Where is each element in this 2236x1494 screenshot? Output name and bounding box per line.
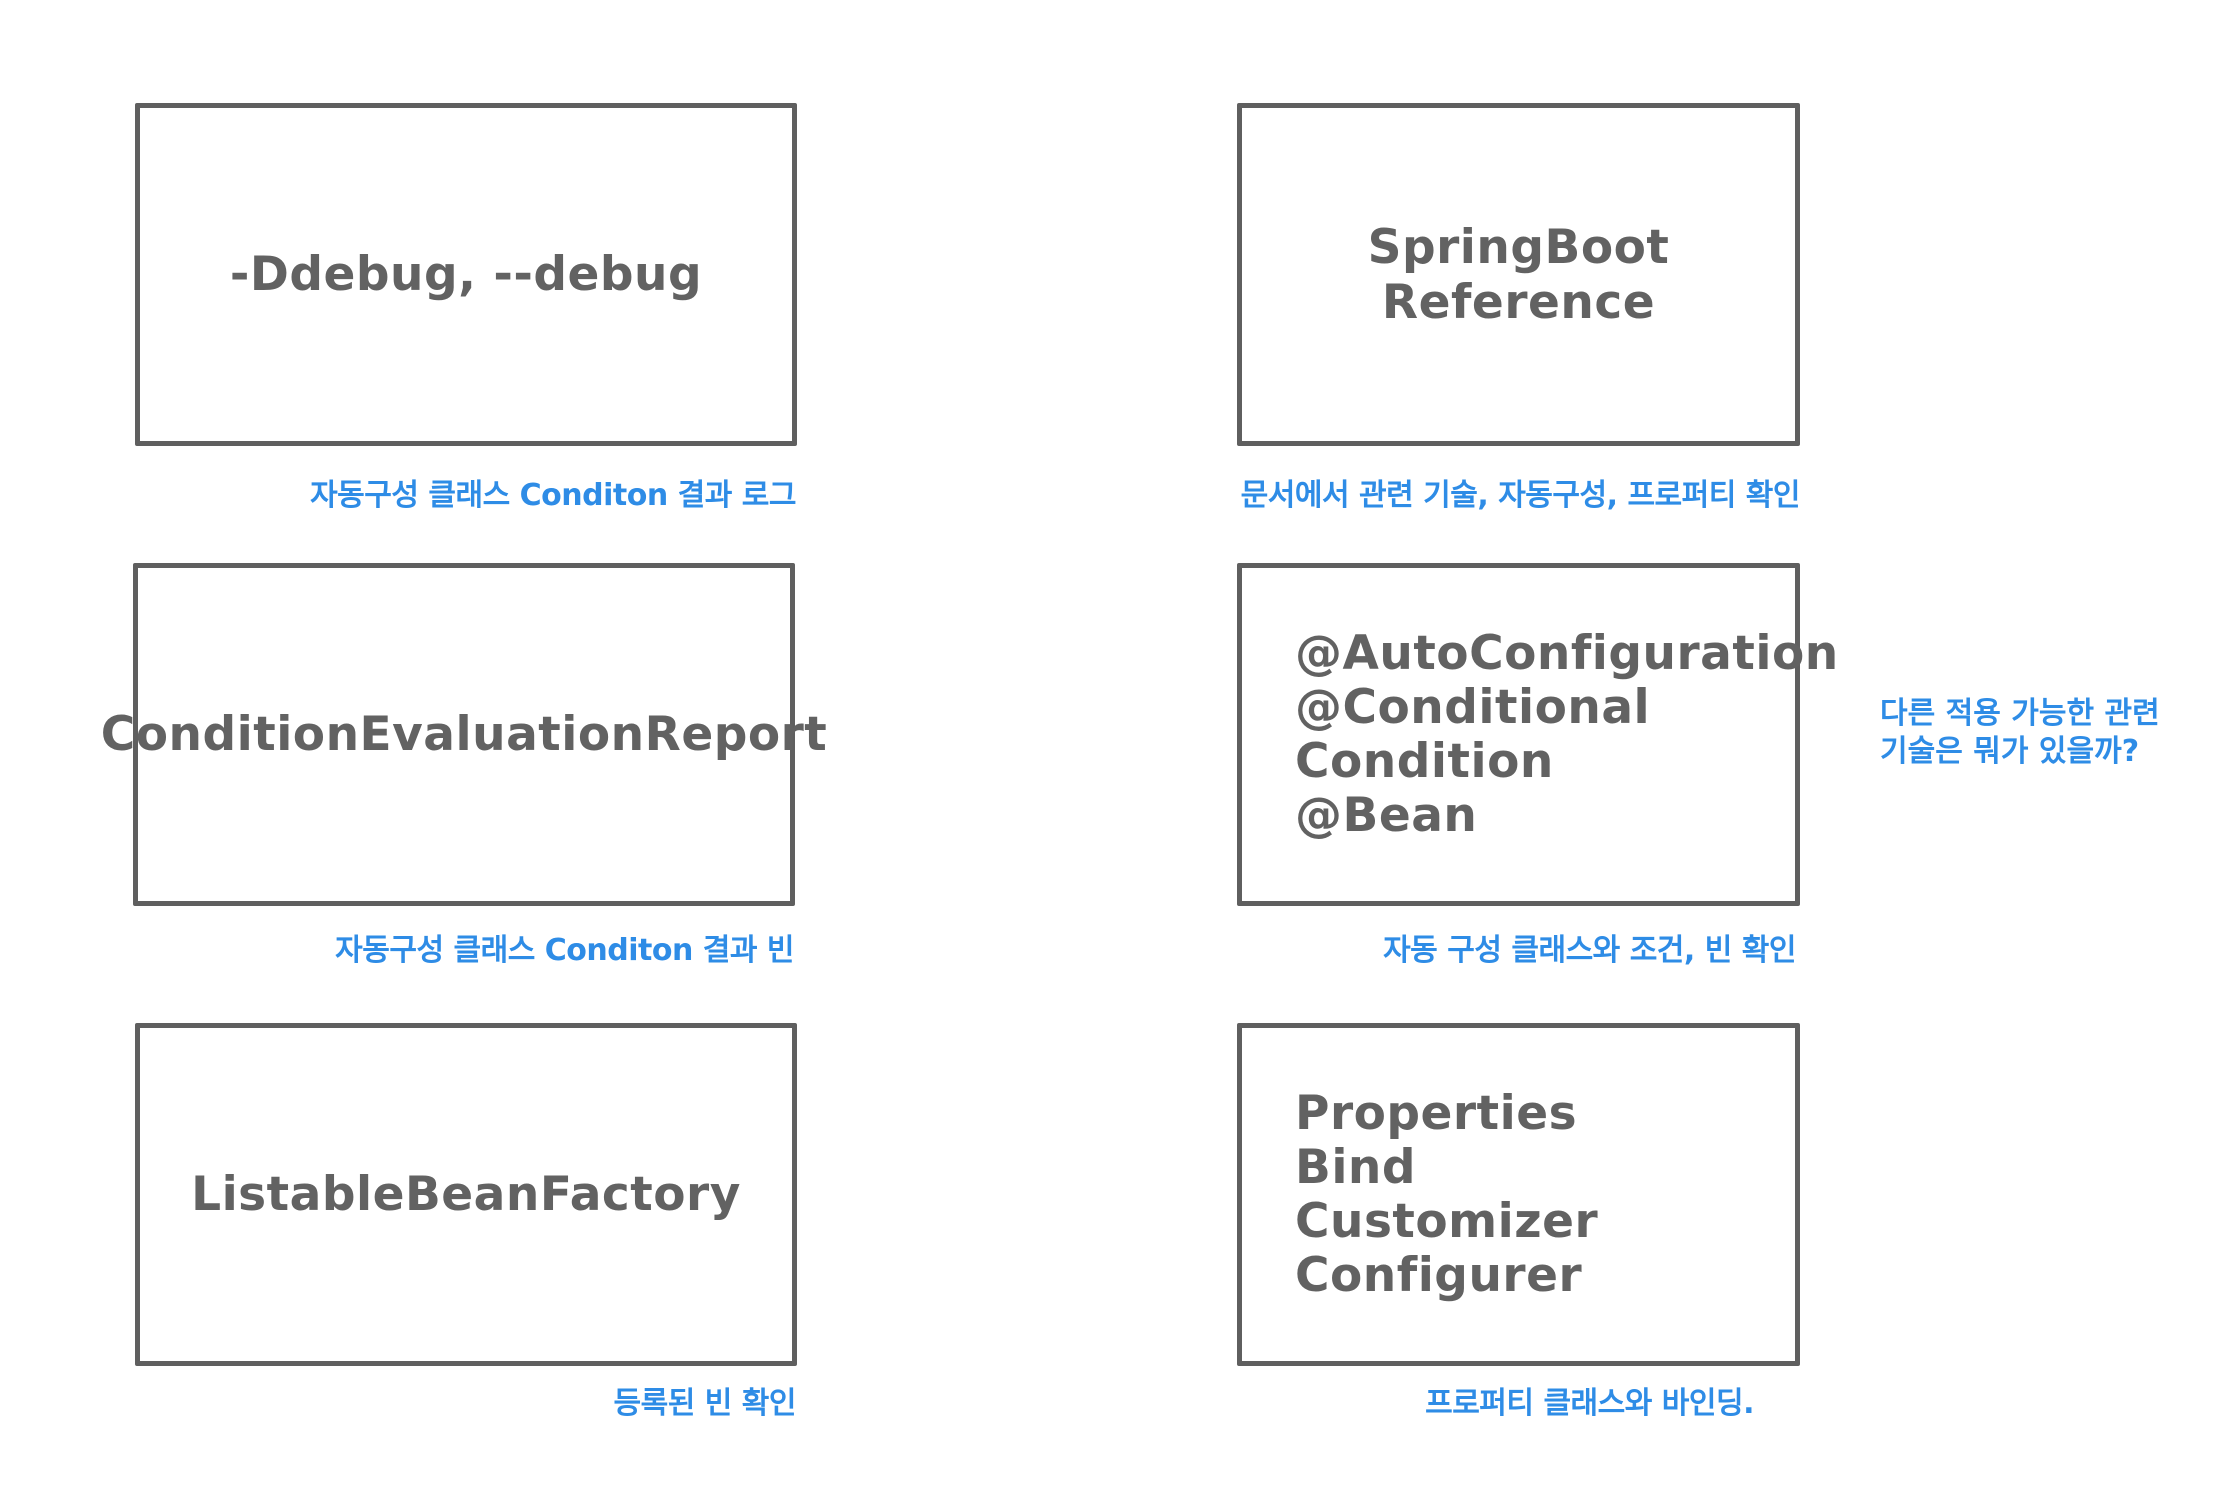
auto-configuration-line-2: @Conditional (1295, 679, 1651, 735)
listable-bean-factory-box: ListableBeanFactory (135, 1023, 797, 1366)
side-note-line-2: 기술은 뭐가 있을까? (1880, 734, 2140, 769)
listable-bean-factory-caption: 등록된 빈 확인 (613, 1386, 797, 1421)
condition-evaluation-report-box: ConditionEvaluationReport (101, 563, 827, 906)
properties-caption: 프로퍼티 클래스와 바인딩. (1425, 1386, 1754, 1421)
condition-evaluation-report-label: ConditionEvaluationReport (100, 707, 828, 762)
springboot-reference-label: SpringBoot Reference (1367, 219, 1670, 330)
springboot-reference-box: SpringBoot Reference (1237, 103, 1800, 446)
auto-configuration-box: @AutoConfiguration @Conditional Conditio… (1237, 563, 1838, 906)
auto-configuration-line-3: Condition (1295, 733, 1554, 789)
listable-bean-factory-label: ListableBeanFactory (191, 1167, 741, 1222)
side-note: 다른 적용 가능한 관련 기술은 뭐가 있을까? (1880, 695, 2160, 771)
side-note-line-1: 다른 적용 가능한 관련 (1880, 696, 2160, 731)
springboot-reference-caption: 문서에서 관련 기술, 자동구성, 프로퍼티 확인 (1240, 478, 1801, 513)
auto-configuration-caption: 자동 구성 클래스와 조건, 빈 확인 (1383, 933, 1796, 968)
properties-line-2: Bind (1295, 1139, 1417, 1195)
debug-flag-caption: 자동구성 클래스 Conditon 결과 로그 (310, 478, 796, 513)
properties-line-3: Customizer (1295, 1193, 1599, 1249)
properties-box: Properties Bind Customizer Configurer (1237, 1023, 1800, 1366)
debug-flag-label: -Ddebug, --debug (229, 247, 703, 302)
auto-configuration-line-4: @Bean (1295, 787, 1478, 843)
properties-line-1: Properties (1295, 1085, 1578, 1141)
properties-line-4: Configurer (1295, 1247, 1583, 1303)
condition-evaluation-report-caption: 자동구성 클래스 Conditon 결과 빈 (335, 933, 794, 968)
debug-flag-box: -Ddebug, --debug (135, 103, 797, 446)
auto-configuration-line-1: @AutoConfiguration (1295, 625, 1839, 681)
